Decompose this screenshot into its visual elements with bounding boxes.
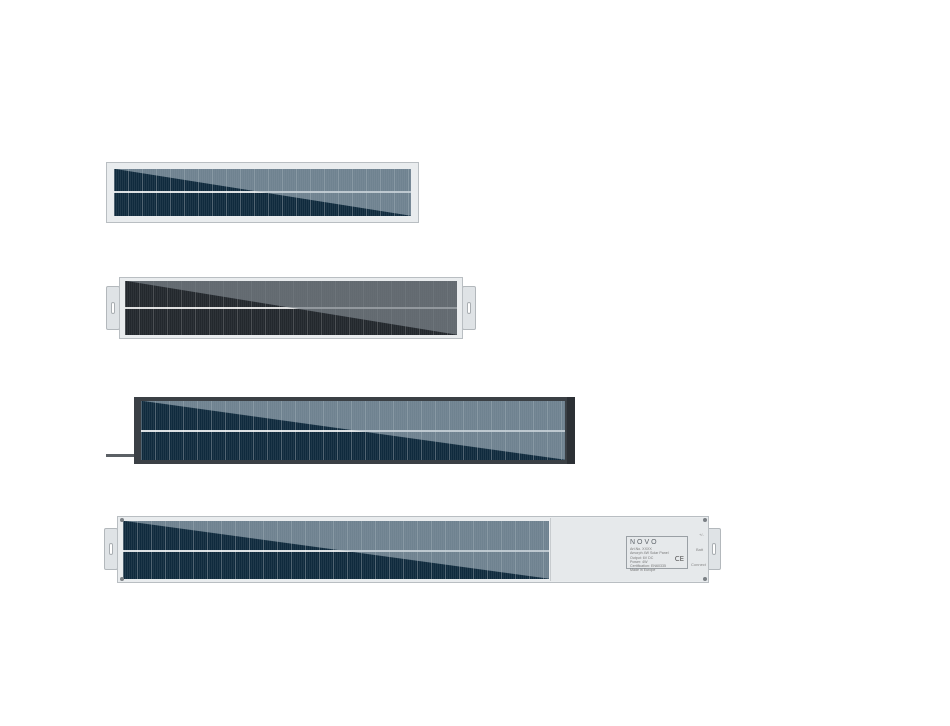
panel-xl-integrated: NOVO Art.No. XXXX Amorph 4W Solar Panel … (104, 516, 722, 584)
mounting-bracket-right (707, 528, 721, 570)
mounting-bracket-right (462, 286, 476, 330)
panel-large-cable (106, 397, 576, 465)
solar-cells (125, 281, 457, 335)
product-label: NOVO Art.No. XXXX Amorph 4W Solar Panel … (626, 536, 688, 573)
screw-icon (120, 577, 124, 581)
panel-small (106, 162, 419, 223)
mounting-bracket-left (106, 286, 120, 330)
ce-mark: CE (674, 555, 684, 563)
panel-medium-brackets (106, 277, 476, 339)
spec-line: Art.No. XXXX (630, 547, 652, 551)
spec-line: Amorph 4W Solar Panel (630, 551, 669, 556)
mounting-bracket-left (104, 528, 118, 570)
port-label: +/- (699, 532, 704, 537)
screw-icon (120, 518, 124, 522)
power-cable (106, 454, 138, 457)
spec-line: Certification: EN60335 (630, 564, 666, 569)
spec-line: Output: 6V DC (630, 555, 654, 560)
brand-logo: NOVO (630, 539, 659, 546)
screw-icon (703, 577, 707, 581)
frame-endcap (567, 397, 575, 464)
solar-cells (141, 401, 565, 460)
port-label: Connect (691, 562, 706, 567)
port-label: Batt (696, 547, 704, 552)
spec-line: Power: 4W (630, 559, 648, 564)
screw-icon (703, 518, 707, 522)
electronics-housing: NOVO Art.No. XXXX Amorph 4W Solar Panel … (550, 518, 708, 581)
solar-cells (114, 169, 411, 216)
solar-cells (123, 521, 549, 579)
spec-line: Made in Europe (630, 568, 656, 573)
